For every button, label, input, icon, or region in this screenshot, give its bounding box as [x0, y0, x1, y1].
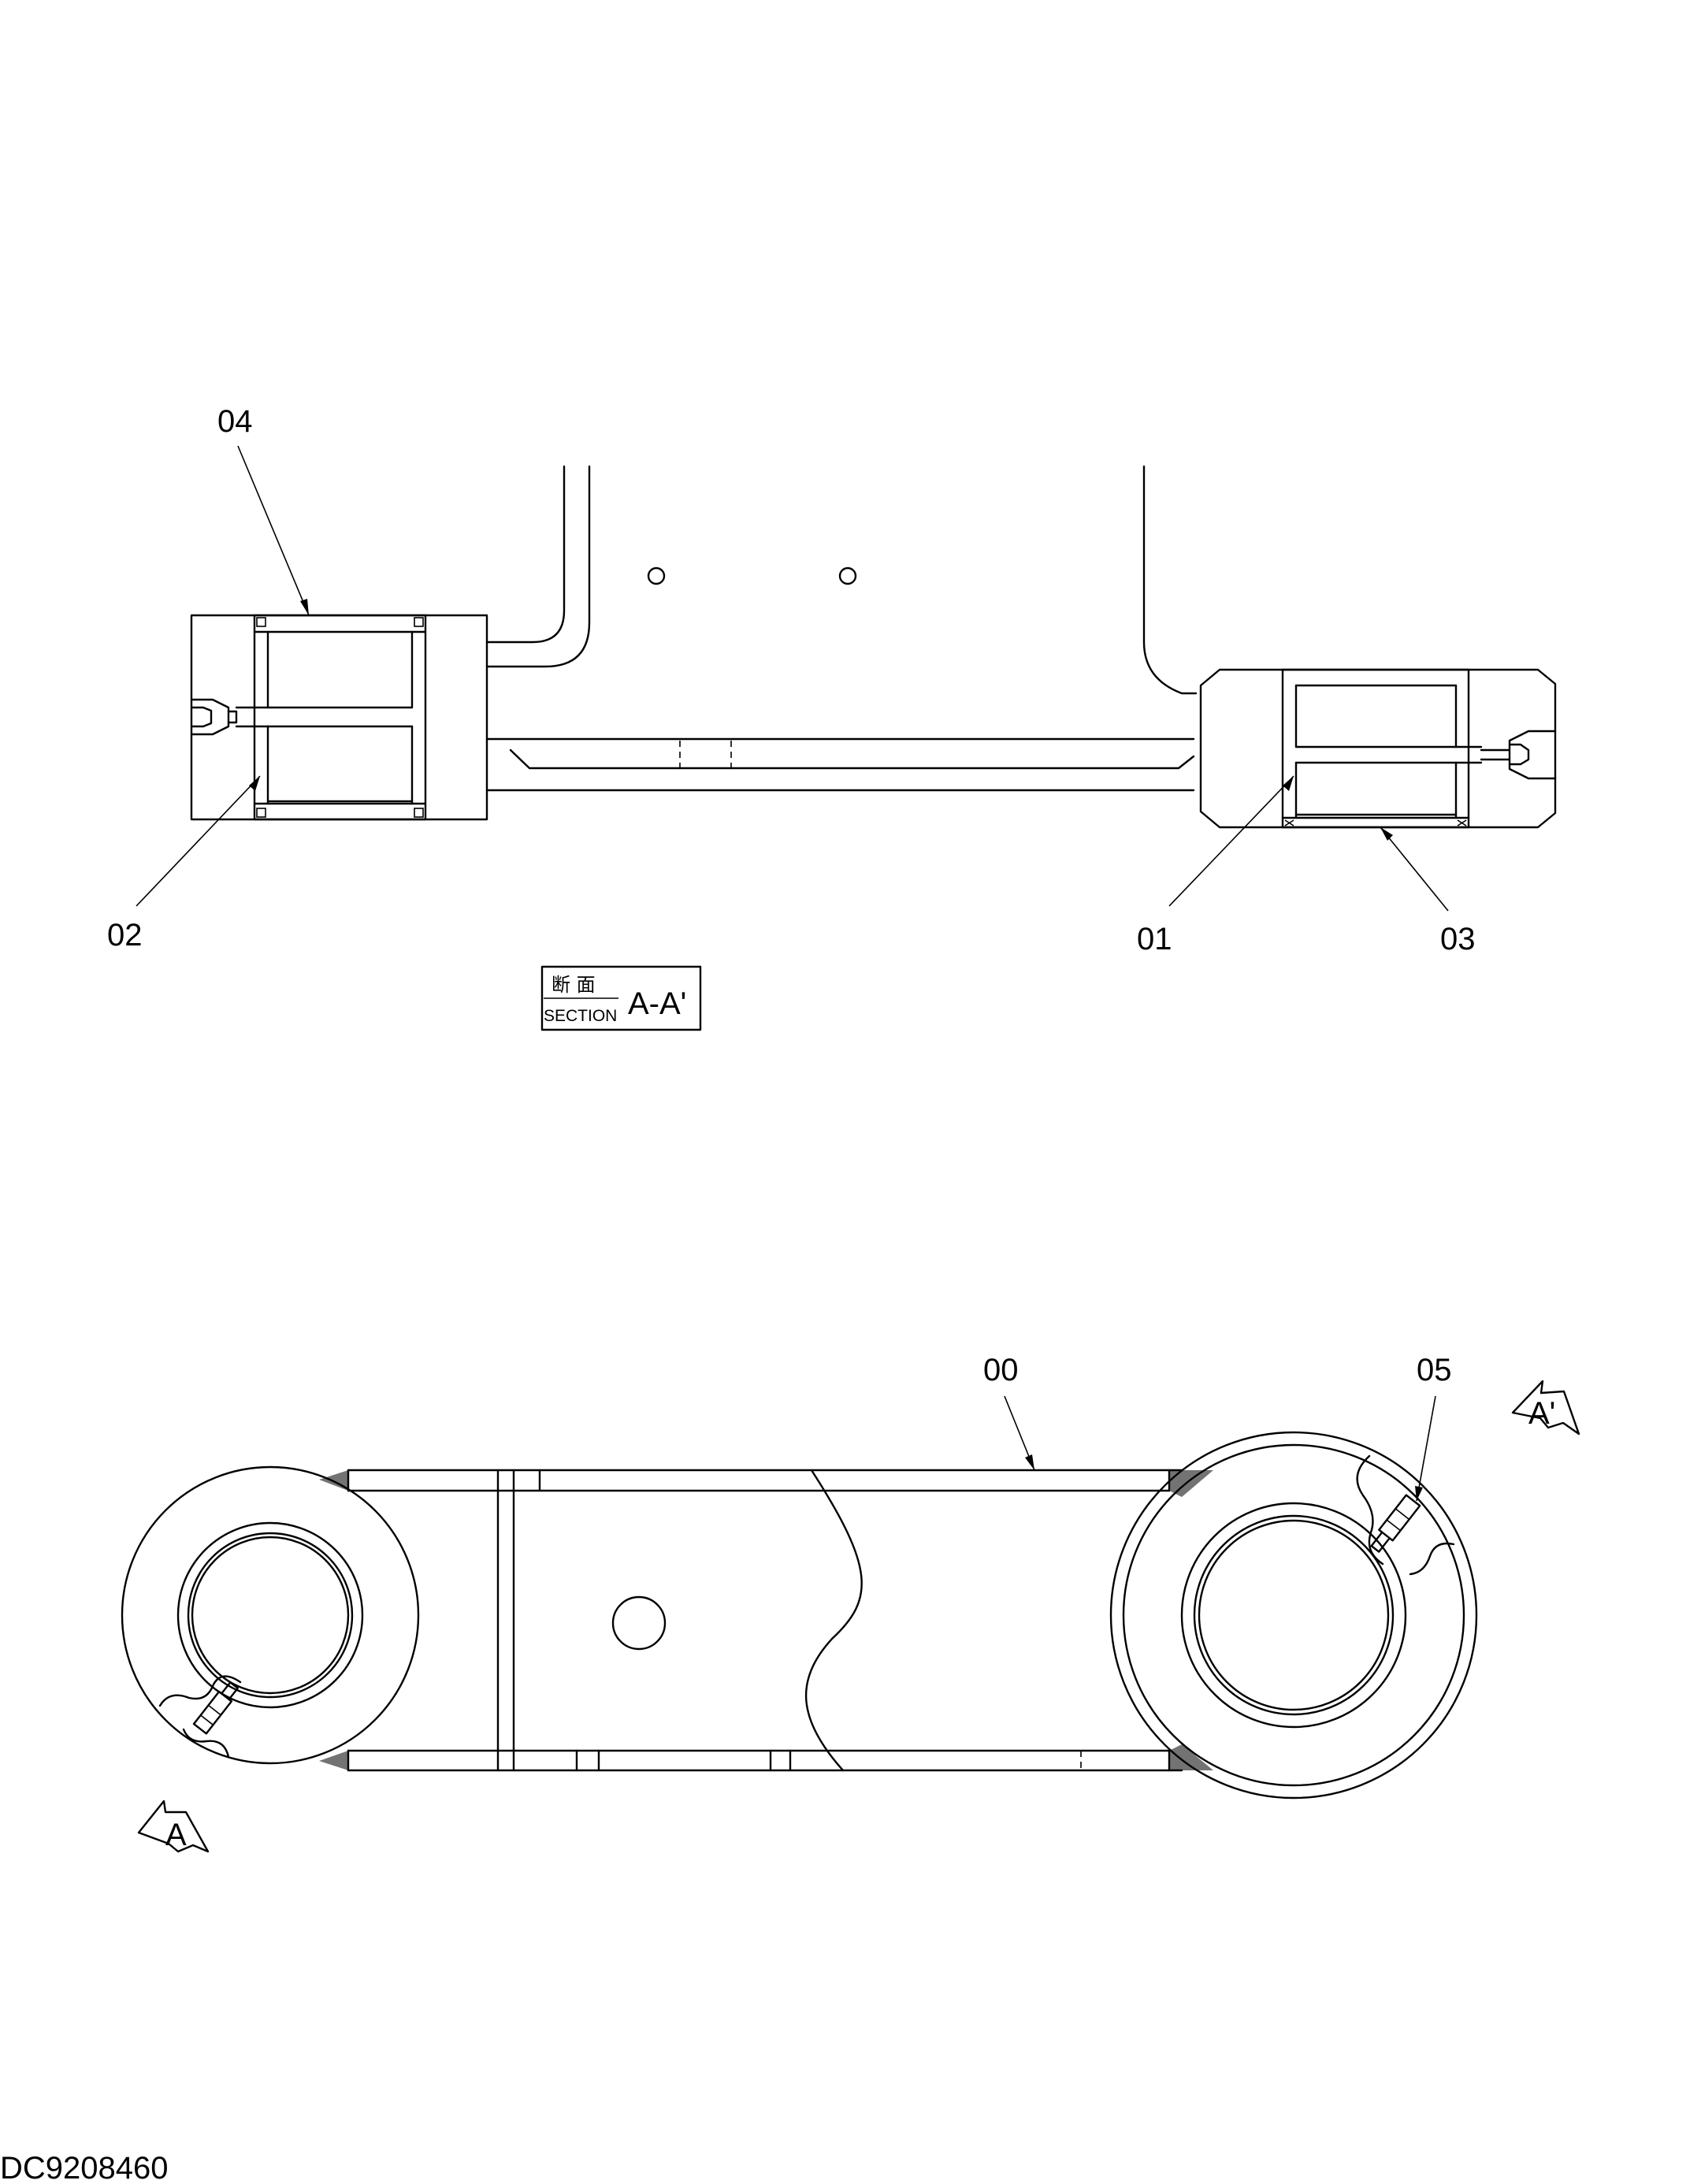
section-kanji: 断 面	[552, 974, 596, 996]
right-boss	[1199, 668, 1557, 829]
section-view: 04 02 01 03 断 面 SECTION A-A'	[107, 404, 1557, 1031]
part-label-03: 03	[1440, 922, 1476, 956]
drawing-code: DC9208460	[0, 2151, 169, 2184]
section-name: A-A'	[628, 986, 686, 1021]
part-label-04: 04	[217, 404, 253, 439]
section-word: SECTION	[544, 1007, 617, 1025]
section-title-box: 断 面 SECTION A-A'	[540, 965, 702, 1031]
right-eye	[1109, 1431, 1478, 1800]
view-marker-a: A	[137, 1800, 210, 1853]
view-marker-a-label: A	[165, 1818, 187, 1852]
part-label-01: 01	[1137, 922, 1172, 956]
part-label-00: 00	[983, 1353, 1019, 1387]
part-label-05: 05	[1417, 1353, 1452, 1387]
part-label-02: 02	[107, 918, 143, 953]
link-body	[319, 1469, 1213, 1772]
left-boss	[190, 614, 488, 821]
link-view: 00 05 A' A	[121, 1353, 1580, 1853]
view-marker-a-prime-label: A'	[1528, 1396, 1555, 1431]
view-marker-a-prime: A'	[1511, 1380, 1580, 1436]
left-eye	[121, 1465, 420, 1765]
